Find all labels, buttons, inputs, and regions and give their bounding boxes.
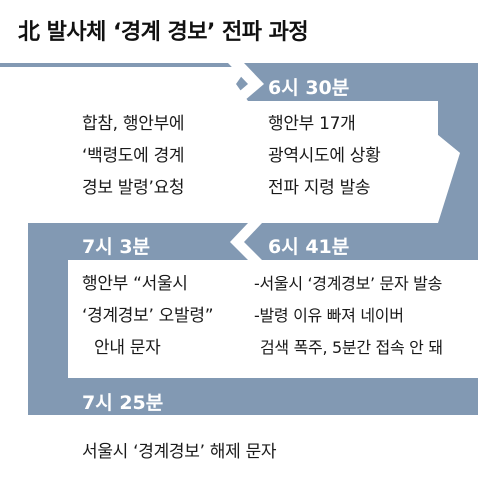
step-5-line: 서울시 ‘경계경보’ 해제 문자 — [82, 442, 277, 462]
step-3-time: 7시 3분 — [82, 236, 151, 258]
step-1-line: 경보 발령’요청 — [82, 178, 185, 198]
step-4-line: -서울시 ‘경계경보’ 문자 발송 — [254, 274, 443, 293]
step-2-time: 6시 30분 — [268, 77, 350, 99]
step-5-text: 서울시 ‘경계경보’ 해제 문자 — [82, 436, 277, 468]
step-2-line: 행안부 17개 — [268, 114, 356, 134]
step-3-text: 행안부 “서울시 ‘경계경보’ 오발령” 안내 문자 — [82, 268, 214, 364]
arrow-right-1 — [228, 63, 264, 101]
step-4-line: 검색 폭주, 5분간 접속 안 돼 — [260, 338, 443, 357]
step-1-time: 오전 6시 29분 — [82, 77, 205, 99]
step-3-line: 안내 문자 — [94, 338, 161, 358]
step-1-text: 합참, 행안부에 ‘백령도에 경계 경보 발령’요청 — [82, 108, 185, 204]
step-3-line: ‘경계경보’ 오발령” — [82, 306, 214, 326]
step-3-line: 행안부 “서울시 — [82, 274, 188, 294]
step-2-line: 광역시도에 상황 — [268, 146, 381, 166]
step-4-text: -서울시 ‘경계경보’ 문자 발송 -발령 이유 빠져 네이버 검색 폭주, 5… — [254, 268, 443, 364]
step-1-line: 합참, 행안부에 — [82, 114, 185, 134]
panel-step-2 — [248, 101, 460, 223]
step-5-time: 7시 25분 — [82, 392, 164, 414]
step-1-line: ‘백령도에 경계 — [82, 146, 185, 166]
step-2-text: 행안부 17개 광역시도에 상황 전파 지령 발송 — [268, 108, 381, 204]
arrow-left-2 — [230, 223, 262, 260]
diagram-title: 北 발사체 ‘경계 경보’ 전파 과정 — [18, 20, 309, 45]
step-4-line: -발령 이유 빠져 네이버 — [254, 306, 404, 325]
panel-steps-3-4 — [68, 260, 478, 378]
arrow-down-3 — [28, 300, 52, 336]
panel-step-5 — [0, 418, 478, 486]
step-2-line: 전파 지령 발송 — [268, 178, 371, 198]
step-4-time: 6시 41분 — [268, 236, 350, 258]
panel-step-1 — [0, 101, 248, 223]
